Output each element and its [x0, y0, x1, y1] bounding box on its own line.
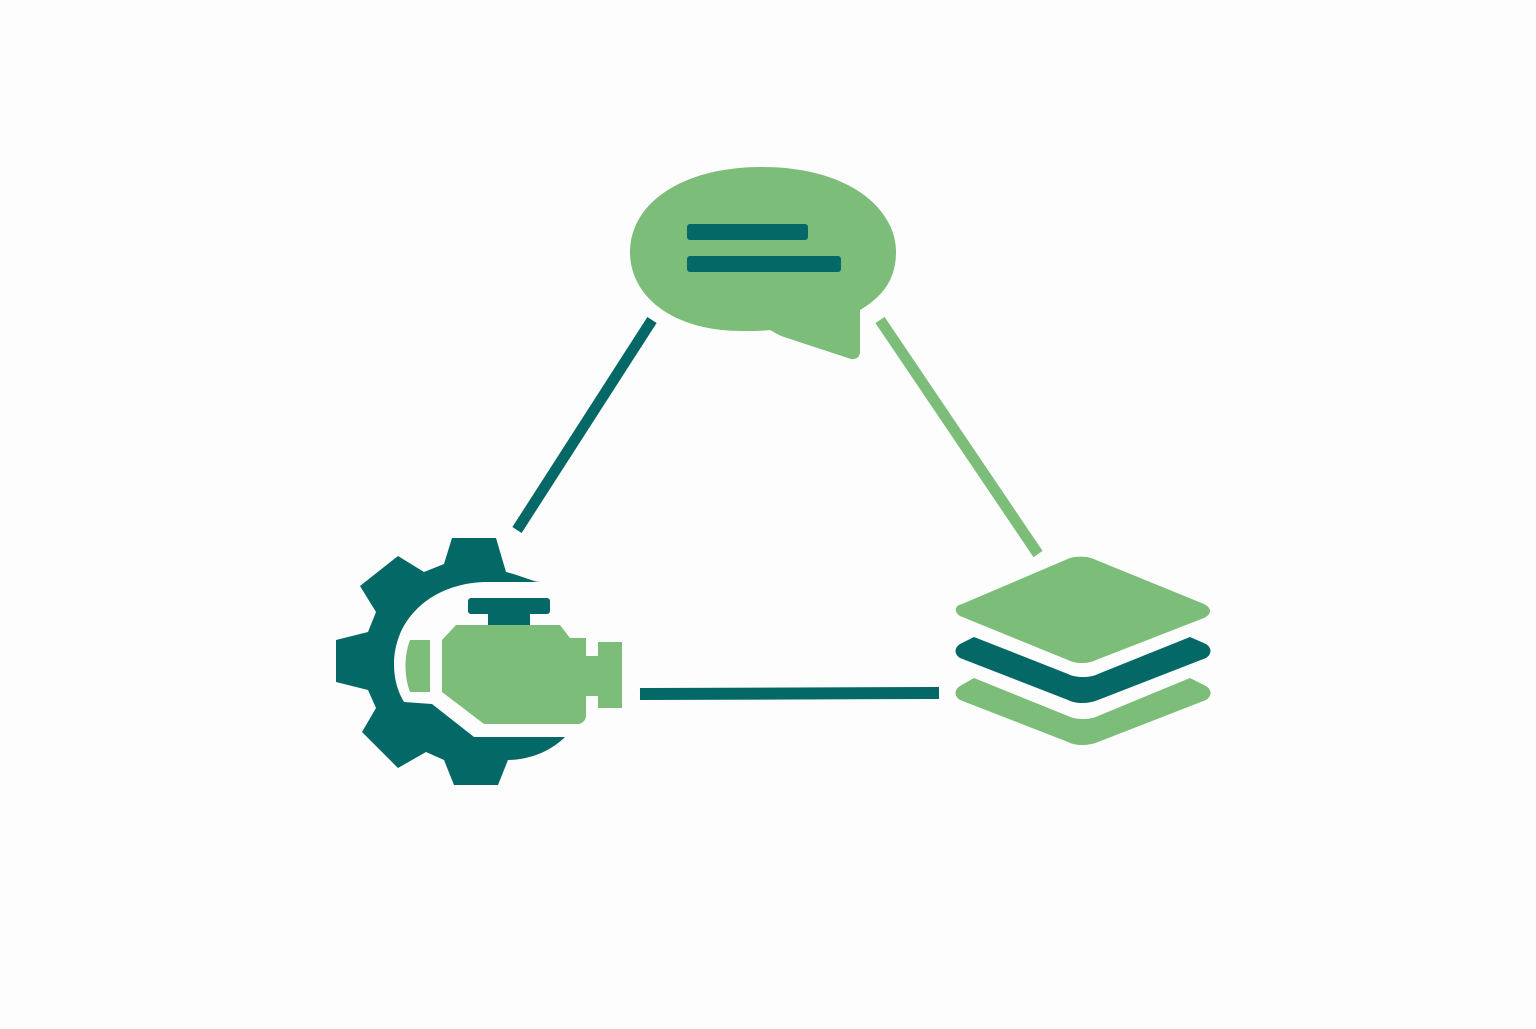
gear-icon: [336, 538, 565, 785]
connector-chat-layers: [875, 316, 1043, 558]
gear-engine-icon: [336, 538, 622, 785]
speech-bubble-icon: [630, 167, 896, 360]
stacked-layers-icon: [955, 556, 1211, 745]
speech-line-1: [687, 224, 808, 240]
layer-top: [955, 556, 1210, 663]
layer-bottom: [955, 678, 1211, 745]
connector-engine-chat: [512, 317, 657, 533]
layer-middle: [955, 637, 1211, 703]
speech-line-2: [687, 256, 841, 272]
engine-top-bar: [468, 598, 550, 614]
engine-top-stem: [488, 614, 530, 626]
engine-side-panel: [405, 640, 430, 692]
engine-body-icon: [442, 625, 622, 724]
connector-engine-layers: [639, 687, 940, 700]
